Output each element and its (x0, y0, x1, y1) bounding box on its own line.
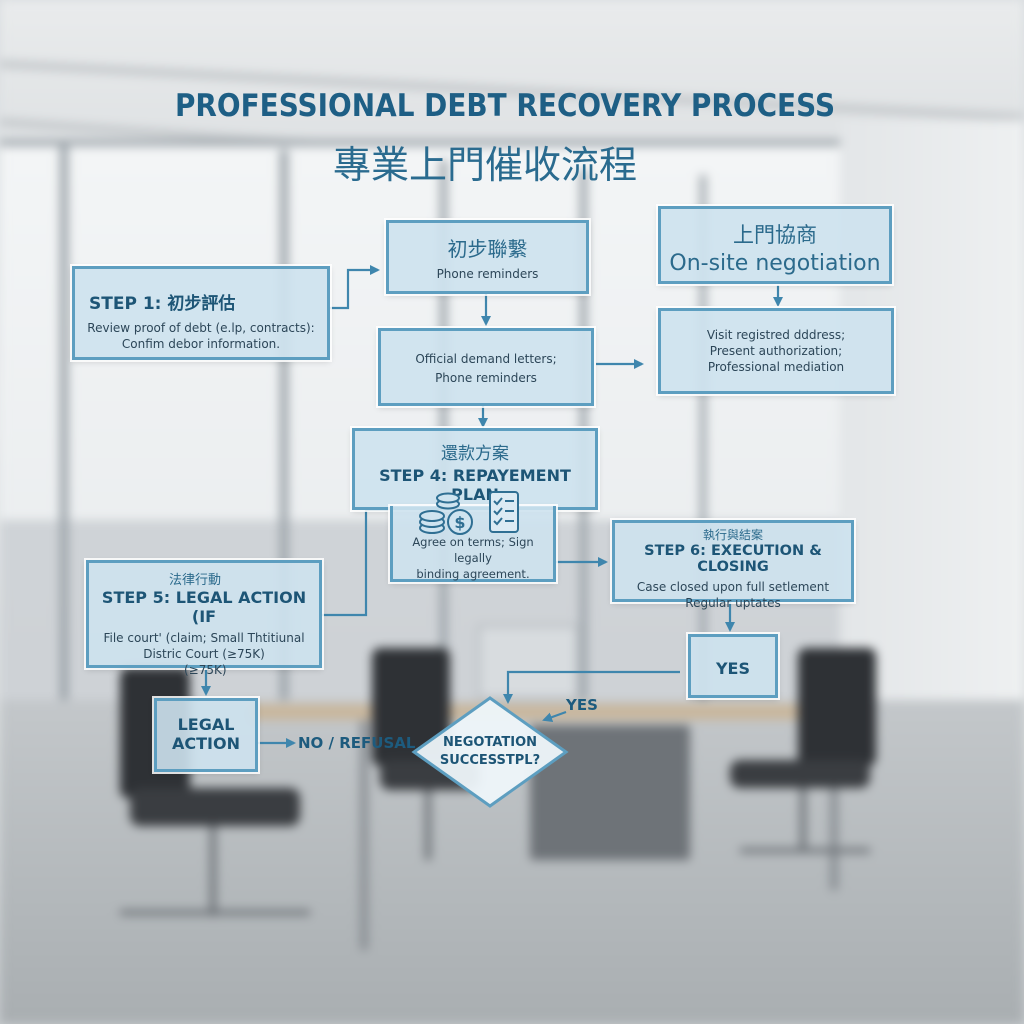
step6-box: 執行與結案 STEP 6: EXECUTION & CLOSING Case c… (612, 520, 854, 610)
demand-line1: Official demand letters; (415, 352, 557, 366)
coins-dollar-icon: $ (419, 492, 473, 535)
contact-box: 初步聯繫 Phone reminders (386, 220, 589, 294)
desk-leg (360, 720, 368, 950)
desk-leg (830, 720, 838, 890)
step4-zh: 還款方案 (441, 444, 509, 464)
decision-line1: NEGOTATION (442, 735, 538, 750)
legal-action-line2: ACTION (172, 734, 240, 753)
svg-text:$: $ (454, 513, 465, 532)
step6-zh: 執行與結案 (702, 528, 763, 542)
chair-leg (800, 788, 806, 848)
step5-heading: STEP 5: LEGAL ACTION (IF (101, 588, 307, 626)
step6-heading: STEP 6: EXECUTION & CLOSING (644, 543, 822, 575)
step5-line2: Distric Court (≥75K) (143, 647, 265, 661)
onsite-en: On-site negotiation (669, 251, 881, 276)
step5-line1: File court' (claim; Small Thtitiunal (103, 631, 305, 645)
step5-zh: 法律行動 (169, 573, 222, 588)
decision-line2: SUCCESSTPL? (439, 753, 541, 768)
step4-box: 還款方案 STEP 4: REPAYEMENT PLAN (352, 428, 598, 510)
chair-leg (425, 790, 431, 860)
step4-heading: STEP 4: REPAYEMENT PLAN (379, 466, 571, 504)
step4-line1: Agree on terms; Sign legally (412, 535, 534, 565)
onsite-header-box: 上門協商 On-site negotiation (658, 206, 892, 284)
label-yes: YES (566, 696, 598, 714)
onsite-line2: Present authorization; (709, 344, 843, 358)
edge-yes-label-to-decision (542, 710, 567, 722)
step6-line1: Case closed upon full setlement (636, 580, 830, 594)
window-frame (0, 140, 840, 146)
chair-leg (740, 848, 870, 853)
decision-diamond (411, 696, 569, 808)
legal-action-box: LEGAL ACTION (154, 698, 258, 772)
yes-box: YES (688, 634, 778, 698)
contact-line1: Phone reminders (436, 267, 539, 281)
step6-line2: Regular uptates (685, 596, 781, 610)
onsite-zh: 上門協商 (733, 223, 817, 247)
contact-zh: 初步聯繫 (447, 237, 528, 261)
window-frame (280, 150, 288, 710)
step4-line2: binding agreement. (416, 567, 530, 581)
decision-text: NEGOTATION SUCCESSTPL? (414, 734, 566, 770)
chair-leg (210, 826, 216, 916)
edge-step5-to-step4 (322, 508, 392, 617)
step5-box: 法律行動 STEP 5: LEGAL ACTION (IF File court… (86, 560, 322, 677)
chair-back (798, 648, 876, 766)
demand-line2: Phone reminders (435, 371, 537, 385)
step1-line2: Confim debor information. (121, 337, 281, 351)
demand-box: Official demand letters; Phone reminders (378, 328, 594, 406)
chair-leg (120, 910, 310, 915)
yes-box-label: YES (715, 659, 751, 678)
legal-action-line1: LEGAL (177, 715, 235, 734)
monitor (478, 625, 578, 699)
step1-heading: STEP 1: 初步評估 (89, 294, 236, 314)
title-english: PROFESSIONAL DEBT RECOVERY PROCESS (174, 88, 836, 124)
window-frame (700, 175, 706, 700)
step4-detail-box: Agree on terms; Sign legally binding agr… (390, 506, 556, 582)
step1-line1: Review proof of debt (e.lp, contracts): (87, 321, 315, 335)
chair-seat (730, 760, 870, 788)
chair-seat (130, 788, 300, 826)
onsite-body-box: Visit registred dddress; Present authori… (658, 308, 894, 394)
step5-line3: (≥75K) (184, 663, 227, 677)
edge-yes-to-decision (503, 670, 680, 704)
label-no-refusal: NO / REFUSAL (298, 734, 416, 752)
onsite-line3: Professional mediation (707, 360, 845, 374)
onsite-line1: Visit registred dddress; (706, 328, 846, 342)
checklist-icon (489, 491, 519, 533)
window-frame (60, 140, 68, 720)
edge-step1-to-contact (330, 265, 380, 310)
title-chinese: 專業上門催收流程 (333, 143, 638, 187)
step1-box: STEP 1: 初步評估 Review proof of debt (e.lp,… (72, 266, 330, 360)
